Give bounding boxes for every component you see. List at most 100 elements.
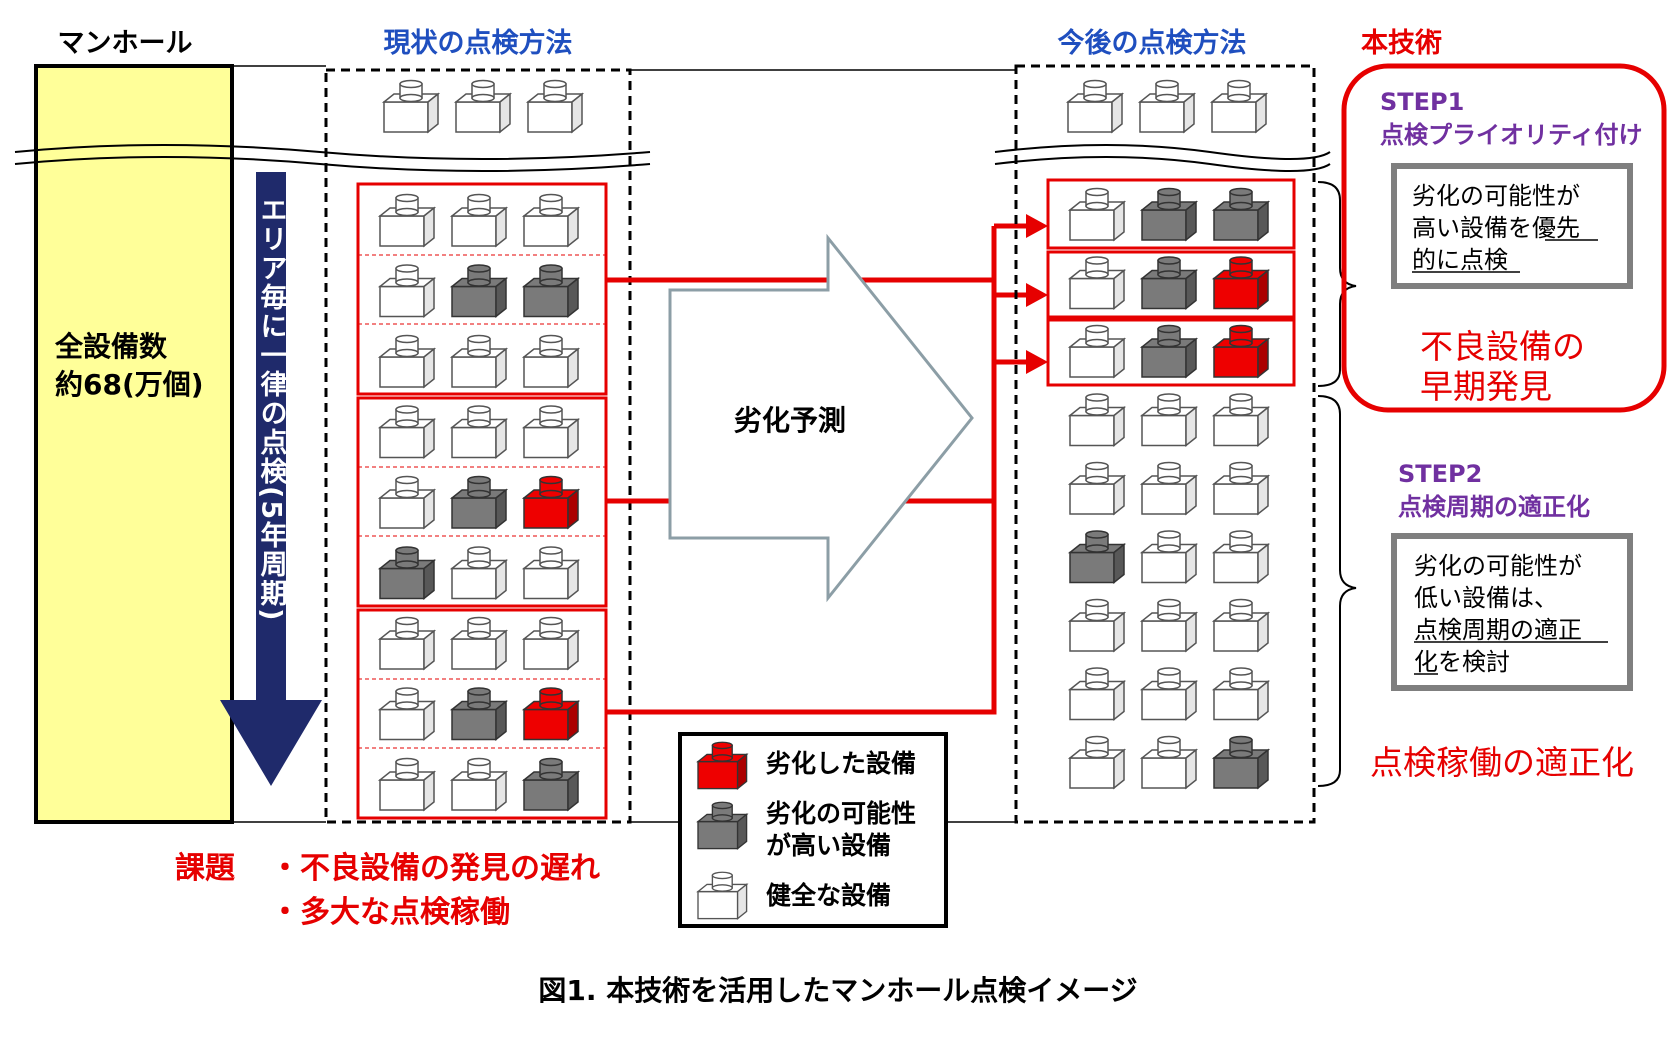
- likely-equipment-icon: [1139, 256, 1199, 311]
- healthy-equipment-icon: [377, 687, 437, 742]
- healthy-equipment-icon: [1139, 667, 1199, 722]
- step2-box-line3: 点検周期の適正: [1414, 616, 1582, 644]
- step2-result: 点検稼働の適正化: [1370, 743, 1634, 782]
- healthy-equipment-icon: [1211, 393, 1271, 448]
- step1-box-line2: 高い設備を優先: [1412, 214, 1580, 242]
- legend-label-healthy: 健全な設備: [766, 881, 891, 910]
- future-prioritized-equipment: [1067, 187, 1271, 790]
- degraded-equipment-icon: [521, 475, 581, 530]
- healthy-equipment-icon: [1067, 667, 1127, 722]
- figure-caption: 図1. 本技術を活用したマンホール点検イメージ: [538, 974, 1137, 1007]
- problem-item-1: ・不良設備の発見の遅れ: [270, 851, 600, 886]
- mapping-arrowheads: [1026, 214, 1048, 374]
- healthy-equipment-icon: [1209, 79, 1269, 134]
- healthy-equipment-icon: [1067, 187, 1127, 242]
- healthy-equipment-icon: [449, 757, 509, 812]
- step2-title-line1: STEP2: [1398, 460, 1482, 488]
- healthy-equipment-icon: [1211, 667, 1271, 722]
- healthy-equipment-icon: [449, 546, 509, 601]
- likely-equipment-icon: [1211, 735, 1271, 790]
- healthy-equipment-icon: [521, 546, 581, 601]
- degraded-equipment-icon: [696, 741, 749, 791]
- area-row-dividers: [358, 254, 606, 749]
- this-tech-header: 本技術: [1361, 28, 1442, 59]
- healthy-equipment-icon: [377, 193, 437, 248]
- current-method-header: 現状の点検方法: [384, 27, 573, 59]
- healthy-equipment-icon: [521, 334, 581, 389]
- step1-result-line1: 不良設備の: [1420, 327, 1585, 366]
- healthy-equipment-icon: [1067, 598, 1127, 653]
- healthy-equipment-icon: [1067, 461, 1127, 516]
- step2-title-line2: 点検周期の適正化: [1398, 493, 1590, 521]
- likely-equipment-icon: [449, 687, 509, 742]
- legend-label-degraded: 劣化した設備: [766, 749, 916, 778]
- step2-box-line1: 劣化の可能性が: [1414, 552, 1582, 580]
- legend-icons: [696, 741, 749, 921]
- future-method-header: 今後の点検方法: [1058, 27, 1247, 59]
- step2-box-line4: 化を検討: [1414, 648, 1510, 676]
- healthy-equipment-icon: [377, 616, 437, 671]
- healthy-equipment-icon: [1211, 598, 1271, 653]
- prediction-label: 劣化予測: [734, 404, 846, 437]
- likely-equipment-icon: [449, 475, 509, 530]
- healthy-equipment-icon: [449, 616, 509, 671]
- healthy-equipment-icon: [377, 264, 437, 319]
- manhole-total-line2: 約68(万個): [55, 368, 204, 401]
- manhole-header: マンホール: [58, 28, 193, 59]
- likely-equipment-icon: [521, 757, 581, 812]
- priority-groups: [1046, 178, 1296, 387]
- likely-equipment-icon: [696, 801, 749, 851]
- likely-equipment-icon: [449, 264, 509, 319]
- healthy-equipment-icon: [1139, 598, 1199, 653]
- degraded-equipment-icon: [1211, 256, 1271, 311]
- degraded-equipment-icon: [1211, 324, 1271, 379]
- problem-label: 課題: [175, 851, 235, 886]
- uniform-inspection-arrow: エリア毎に一律の点検(5年周期): [220, 172, 322, 786]
- priority-group-3: [1046, 318, 1296, 387]
- future-top-equipment: [1065, 79, 1269, 134]
- likely-equipment-icon: [1139, 187, 1199, 242]
- uniform-inspection-label: エリア毎に一律の点検(5年周期): [256, 196, 288, 622]
- healthy-equipment-icon: [1139, 393, 1199, 448]
- problem-item-2: ・多大な点検稼働: [270, 895, 510, 930]
- healthy-equipment-icon: [1065, 79, 1125, 134]
- likely-equipment-icon: [1067, 530, 1127, 585]
- healthy-equipment-icon: [1139, 735, 1199, 790]
- likely-equipment-icon: [1139, 324, 1199, 379]
- legend-label-likely-line1: 劣化の可能性: [766, 799, 916, 828]
- healthy-equipment-icon: [1137, 79, 1197, 134]
- prediction-arrow: 劣化予測: [668, 233, 974, 603]
- healthy-equipment-icon: [449, 405, 509, 460]
- current-top-equipment: [381, 79, 585, 134]
- healthy-equipment-icon: [377, 757, 437, 812]
- step1-title-line1: STEP1: [1380, 88, 1464, 116]
- healthy-equipment-icon: [521, 193, 581, 248]
- healthy-equipment-icon: [1139, 530, 1199, 585]
- healthy-equipment-icon: [521, 405, 581, 460]
- break-wave: [14, 144, 1331, 172]
- healthy-equipment-icon: [696, 871, 749, 921]
- step1-box-line1: 劣化の可能性が: [1412, 182, 1580, 210]
- current-area-equipment: [377, 193, 581, 812]
- healthy-equipment-icon: [525, 79, 585, 134]
- manhole-total-bar: [34, 64, 234, 824]
- step1-box-line3: 的に点検: [1412, 246, 1508, 274]
- step2-box: [1391, 533, 1633, 691]
- step2-box-line2: 低い設備は、: [1414, 584, 1558, 612]
- likely-equipment-icon: [1211, 187, 1271, 242]
- manhole-total-line1: 全設備数: [54, 330, 168, 363]
- legend-label-likely-line2: が高い設備: [766, 831, 891, 860]
- step1-title-line2: 点検プライオリティ付け: [1380, 121, 1643, 149]
- healthy-equipment-icon: [449, 193, 509, 248]
- healthy-equipment-icon: [381, 79, 441, 134]
- healthy-equipment-icon: [1139, 461, 1199, 516]
- healthy-equipment-icon: [1211, 461, 1271, 516]
- healthy-equipment-icon: [377, 334, 437, 389]
- priority-group-1: [1046, 178, 1296, 250]
- step-braces: [1317, 181, 1357, 787]
- healthy-equipment-icon: [1067, 256, 1127, 311]
- step1-frame: [1341, 63, 1667, 413]
- healthy-equipment-icon: [449, 334, 509, 389]
- healthy-equipment-icon: [453, 79, 513, 134]
- likely-equipment-icon: [377, 546, 437, 601]
